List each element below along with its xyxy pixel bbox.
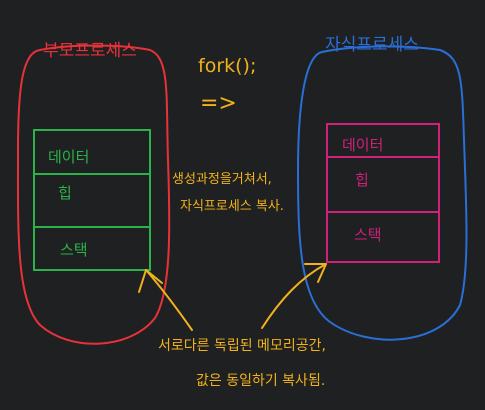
parent-process-title: 부모프로세스 (43, 41, 137, 61)
annotation-arrows (138, 263, 327, 331)
child-process-title: 자식프로세스 (325, 35, 419, 55)
parent-memory-data-label: 데이터 (48, 148, 89, 166)
copy-note-line2: 자식프로세스 복사. (180, 199, 284, 214)
parent-process: 부모프로세스 데이터 힙 스택 (16, 41, 171, 345)
bottom-note-line2: 값은 동일하기 복사됨. (196, 373, 325, 389)
child-memory-heap-label: 힙 (355, 171, 369, 189)
arrow-to-parent-memory (145, 269, 193, 331)
arrow-to-child-memory-head (304, 263, 327, 283)
child-memory-layout: 데이터 힙 스택 (326, 123, 440, 263)
child-memory-data-label: 데이터 (342, 136, 383, 154)
bottom-note-line1: 서로다른 독립된 메모리공간, (158, 338, 326, 354)
child-memory-stack-label: 스택 (354, 226, 382, 244)
parent-memory-heap-label: 힙 (58, 184, 72, 202)
fork-arrow-label: => (200, 91, 237, 116)
arrow-to-parent-memory-head (138, 269, 163, 293)
parent-memory-box (33, 129, 151, 271)
fork-call-label: fork(); (198, 55, 256, 77)
copy-note-line1: 생성과정을거쳐서, (172, 172, 272, 187)
child-process-outline (296, 45, 468, 341)
child-process: 자식프로세스 데이터 힙 스택 (296, 35, 468, 341)
parent-process-outline (16, 44, 171, 345)
parent-memory-layout: 데이터 힙 스택 (33, 129, 151, 271)
child-memory-box (326, 123, 440, 263)
parent-memory-stack-label: 스택 (60, 241, 88, 259)
arrow-to-child-memory (261, 263, 327, 329)
